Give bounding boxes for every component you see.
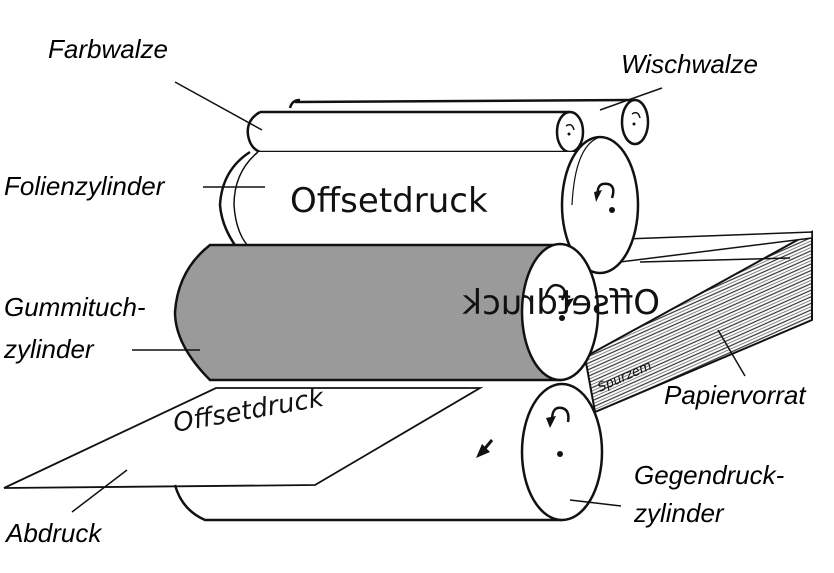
- gummi-cylinder-text-mirrored: Offsetdruck: [462, 283, 660, 323]
- label-wischwalze: Wischwalze: [621, 49, 759, 79]
- rotation-arrow-icon: [565, 123, 575, 131]
- rotation-arrow-icon: [631, 111, 641, 119]
- abdruck-sheet: Offsetdruck: [3, 383, 494, 489]
- label-gegendruck-line2: zylinder: [634, 498, 724, 528]
- label-farbwalze: Farbwalze: [48, 34, 168, 64]
- rotation-arrow-icon: [544, 283, 566, 301]
- folie-cylinder-text: Offsetdruck: [290, 181, 488, 221]
- folienzylinder: Offsetdruck: [218, 135, 640, 275]
- rotation-arrow-icon: [596, 182, 615, 199]
- wischwalze-roller: [288, 98, 650, 146]
- gummituchzylinder: Offsetdruck: [173, 242, 660, 382]
- label-abdruck: Abdruck: [6, 518, 102, 548]
- label-gummituch-line1: Gummituch-: [4, 292, 146, 322]
- leader-papiervorrat: [717, 329, 746, 377]
- leader-farbwalze: [174, 81, 263, 131]
- paper-stack: [583, 230, 813, 414]
- leader-wischwalze: [599, 87, 663, 111]
- feed-arrow-icon: [476, 444, 490, 458]
- leader-lines: [71, 81, 746, 513]
- leader-abdruck: [71, 469, 128, 513]
- rotation-arrow-icon: [550, 406, 570, 423]
- label-gummituch-line2: zylinder: [4, 334, 94, 364]
- gegendruckzylinder: [173, 382, 604, 522]
- label-folienzylinder: Folienzylinder: [4, 171, 165, 201]
- farbwalze-roller: [246, 110, 585, 154]
- label-gegendruck-line1: Gegendruck-: [634, 460, 785, 490]
- leader-gegendruck: [569, 499, 622, 507]
- label-papiervorrat: Papiervorrat: [664, 380, 806, 410]
